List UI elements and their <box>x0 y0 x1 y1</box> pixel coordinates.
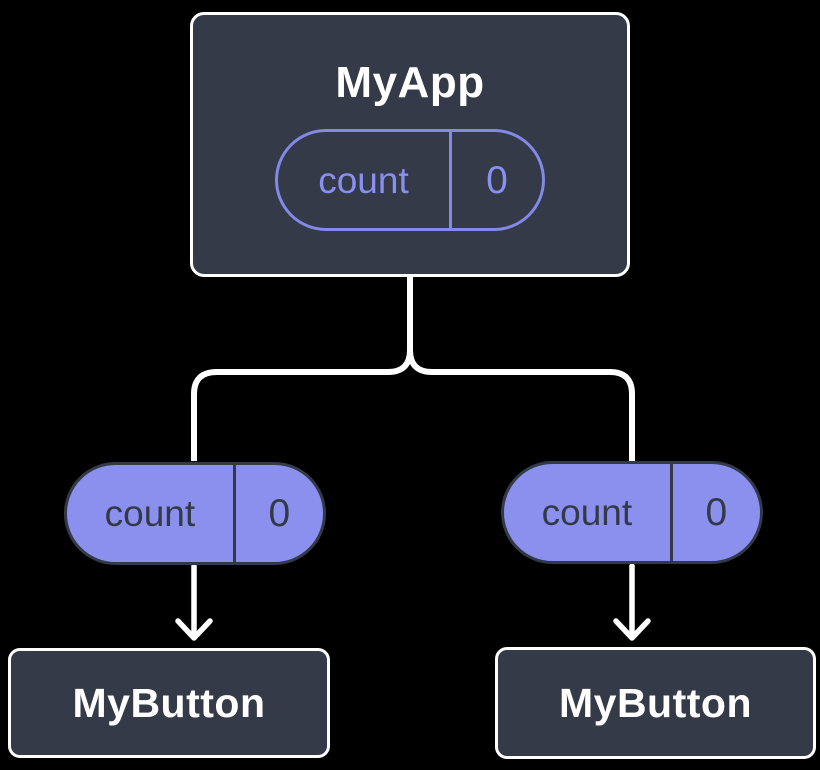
left-prop-pill-label: count <box>104 493 196 534</box>
root-state-pill: count 0 <box>275 129 545 231</box>
connector-left-branch <box>191 277 413 461</box>
left-prop-pill-value: 0 <box>268 492 291 535</box>
right-arrow-head-icon <box>613 618 651 641</box>
root-component-node: MyApp count 0 <box>190 12 630 277</box>
right-child-component-node: MyButton <box>495 647 816 759</box>
left-child-component-node: MyButton <box>8 648 330 758</box>
connector-right-branch <box>407 277 635 461</box>
left-prop-pill: count 0 <box>64 462 326 565</box>
right-prop-pill-value: 0 <box>705 491 728 534</box>
right-child-component-title: MyButton <box>558 679 752 726</box>
left-child-component-title: MyButton <box>72 679 266 726</box>
root-state-pill-divider <box>449 132 452 228</box>
root-state-pill-label: count <box>318 159 409 201</box>
root-component-title: MyApp <box>335 58 485 107</box>
left-arrow-head-icon <box>175 618 213 641</box>
right-prop-pill-label: count <box>541 492 633 533</box>
right-prop-pill-divider <box>669 464 673 561</box>
right-prop-pill: count 0 <box>501 461 763 564</box>
left-prop-pill-divider <box>232 465 236 562</box>
root-state-pill-value: 0 <box>486 158 508 202</box>
